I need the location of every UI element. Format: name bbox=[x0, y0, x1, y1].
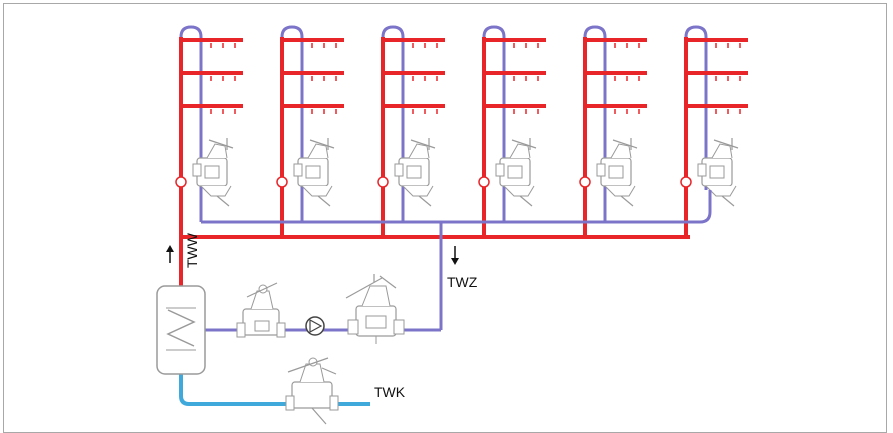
heat-exchanger-icon bbox=[156, 285, 206, 375]
flow-direction-arrow-icon bbox=[451, 246, 459, 265]
riser-loop-pipe bbox=[381, 25, 405, 38]
check-valve-icon bbox=[236, 282, 286, 338]
riser-valve-icon bbox=[293, 138, 335, 207]
riser-valve-icon bbox=[495, 138, 537, 207]
return-header-end-pipe bbox=[699, 190, 712, 224]
riser-loop-pipe bbox=[179, 25, 203, 38]
check-valve-icon bbox=[285, 357, 339, 425]
riser-group bbox=[175, 25, 748, 237]
balancing-valve-icon bbox=[345, 274, 405, 344]
riser-loop-pipe bbox=[583, 25, 607, 38]
riser-loop-pipe bbox=[684, 25, 708, 38]
flow-direction-arrow-icon bbox=[166, 245, 174, 263]
riser-fitting-icon bbox=[175, 176, 187, 188]
riser-valve-icon bbox=[697, 138, 739, 207]
riser-valve-icon bbox=[394, 138, 436, 207]
riser-valve-icon bbox=[192, 138, 234, 207]
twz-label: TWZ bbox=[447, 274, 478, 290]
circulation-pump-icon bbox=[305, 316, 325, 336]
riser-fitting-icon bbox=[377, 176, 389, 188]
riser-fitting-icon bbox=[276, 176, 288, 188]
riser-loop-pipe bbox=[482, 25, 506, 38]
twk-label: TWK bbox=[374, 384, 406, 400]
tww-label: TWW bbox=[184, 233, 200, 268]
riser-fitting-icon bbox=[478, 176, 490, 188]
riser-loop-pipe bbox=[280, 25, 304, 38]
riser-fitting-icon bbox=[579, 176, 591, 188]
cold-water-pipe bbox=[179, 372, 370, 406]
riser-valve-icon bbox=[596, 138, 638, 207]
riser-fitting-icon bbox=[680, 176, 692, 188]
